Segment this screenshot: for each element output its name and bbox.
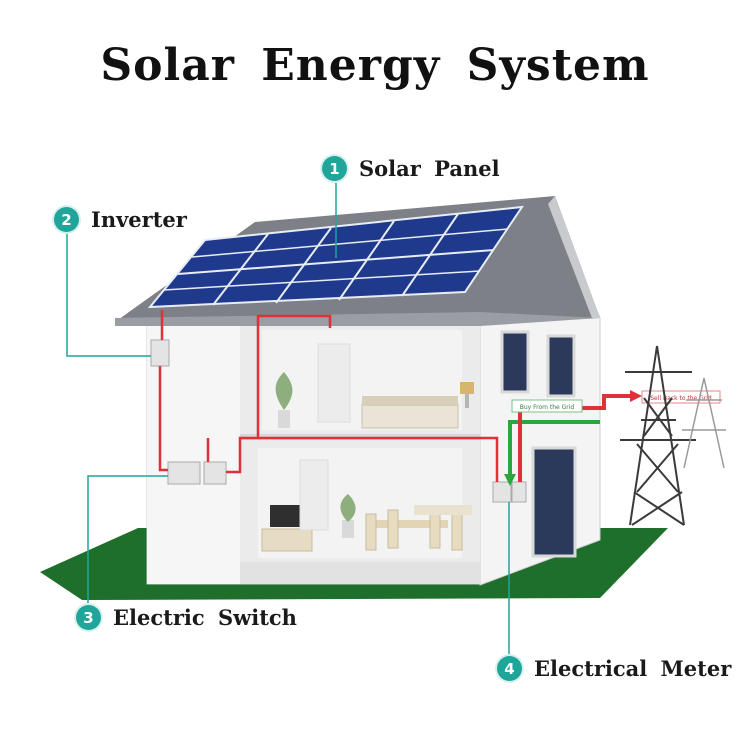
bed <box>361 403 459 429</box>
chair <box>429 509 441 549</box>
lower-door <box>299 459 329 531</box>
callout-label: Electric Switch <box>113 605 297 630</box>
red-wiring <box>158 310 499 482</box>
chair <box>387 509 399 549</box>
callout-inverter: 2 Inverter <box>54 207 187 232</box>
diagram-title: Solar Energy System <box>100 40 650 91</box>
switch-unit <box>167 461 201 485</box>
number-badge: 3 <box>76 605 101 630</box>
plant-pot <box>278 410 290 428</box>
side-window <box>546 334 576 398</box>
tv-stand <box>261 528 313 552</box>
buy-tag <box>511 399 583 413</box>
chair <box>365 513 377 551</box>
sell-arrow <box>630 390 642 402</box>
lower-floor <box>216 562 480 584</box>
lamp-shade <box>460 382 474 394</box>
leader-lines <box>66 181 510 657</box>
bed-headboard <box>362 396 458 406</box>
tv <box>270 505 302 527</box>
sell-wire <box>518 394 632 482</box>
buy-from-grid-label: Buy From the Grid <box>520 404 575 411</box>
inverter-unit <box>150 339 170 367</box>
lamp-stand <box>465 394 469 408</box>
buy-wire <box>508 420 600 482</box>
transmission-tower <box>620 345 696 526</box>
side-window <box>500 330 530 394</box>
callout-electrical-meter: 4 Electrical Meter <box>497 656 731 681</box>
plant-2 <box>340 494 356 522</box>
transmission-tower-far <box>682 377 726 469</box>
chair <box>451 513 463 551</box>
plant <box>275 372 293 410</box>
dining-table <box>372 520 448 528</box>
callout-electric-switch: 3 Electric Switch <box>76 605 297 630</box>
roof-edge <box>115 312 600 326</box>
callout-label: Electrical Meter <box>534 656 732 681</box>
side-door <box>531 446 577 558</box>
meter-unit-2 <box>511 481 527 503</box>
kitchen-counter <box>414 505 472 515</box>
callout-label: Inverter <box>91 207 187 232</box>
callout-solar-panel: 1 Solar Panel <box>322 156 500 181</box>
number-badge: 1 <box>322 156 347 181</box>
plant-pot-2 <box>342 520 354 538</box>
roof-ridge <box>548 196 600 318</box>
number-badge: 4 <box>497 656 522 681</box>
wall-door <box>317 343 351 423</box>
buy-arrow <box>504 474 516 486</box>
sell-back-to-grid-label: Sell Back to the Grid <box>650 395 712 402</box>
meter-unit <box>492 481 512 503</box>
number-badge: 2 <box>54 207 79 232</box>
callout-label: Solar Panel <box>359 156 500 181</box>
switch-unit-2 <box>203 461 227 485</box>
